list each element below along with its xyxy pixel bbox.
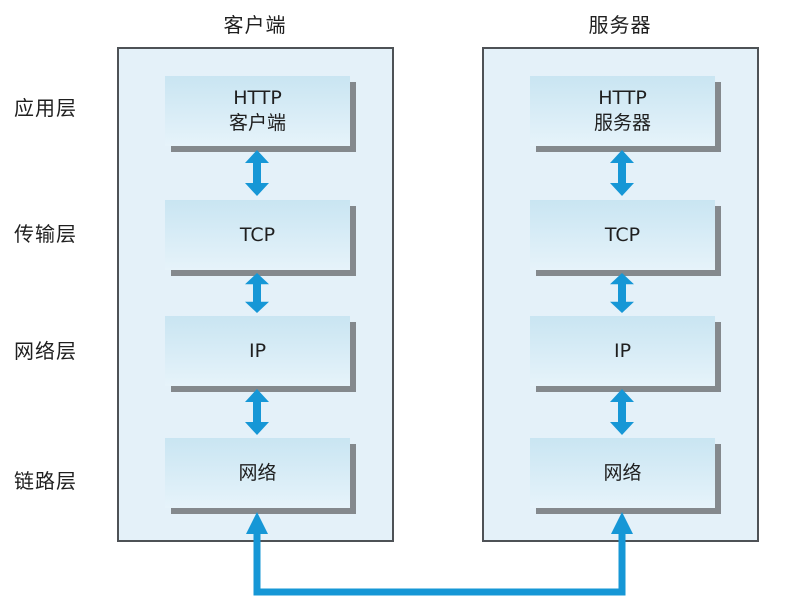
client-tcp-box: TCP — [165, 200, 350, 270]
double-arrow-icon — [610, 273, 634, 313]
double-arrow-icon — [610, 150, 634, 196]
box-label: 网络 — [238, 461, 277, 484]
layer-label-application: 应用层 — [14, 96, 77, 120]
box-label: HTTP — [233, 87, 282, 109]
box-label: 网络 — [603, 461, 642, 484]
server-tcp-box: TCP — [530, 200, 715, 270]
client-stack-container: HTTP 客户端 TCP IP 网络 — [117, 47, 394, 542]
box-label: 服务器 — [593, 112, 651, 134]
client-http-box: HTTP 客户端 — [165, 76, 350, 146]
server-http-box: HTTP 服务器 — [530, 76, 715, 146]
box-label: TCP — [239, 223, 276, 246]
layer-label-transport: 传输层 — [14, 222, 77, 246]
double-arrow-icon — [610, 389, 634, 435]
client-ip-box: IP — [165, 316, 350, 386]
layer-label-link: 链路层 — [14, 469, 77, 493]
server-column-title: 服务器 — [588, 13, 652, 37]
double-arrow-icon — [245, 389, 269, 435]
box-label: TCP — [604, 223, 641, 246]
client-column-title: 客户端 — [223, 13, 287, 37]
box-label: HTTP — [598, 87, 647, 109]
box-label: IP — [248, 339, 267, 362]
box-label: 客户端 — [228, 112, 286, 134]
double-arrow-icon — [245, 150, 269, 196]
box-label: IP — [613, 339, 632, 362]
layer-label-network: 网络层 — [14, 339, 77, 363]
server-ip-box: IP — [530, 316, 715, 386]
server-stack-container: HTTP 服务器 TCP IP 网络 — [482, 47, 759, 542]
client-network-box: 网络 — [165, 438, 350, 508]
server-network-box: 网络 — [530, 438, 715, 508]
double-arrow-icon — [245, 273, 269, 313]
